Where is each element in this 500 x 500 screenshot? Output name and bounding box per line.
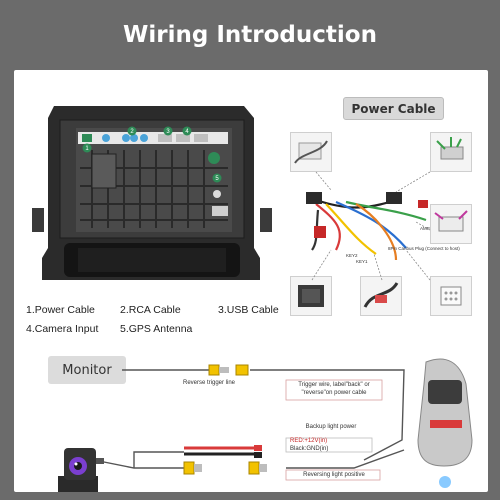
head-unit-image [32, 106, 272, 280]
svg-text:3: 3 [166, 129, 170, 135]
reversing-light-note: Reversing light positive [303, 472, 365, 478]
page-title: Wiring Introduction [123, 22, 377, 48]
connector-thumb-3 [430, 204, 472, 244]
legend-power-cable: 1.Power Cable [26, 304, 95, 316]
harness-label-key2: KEY2 [346, 253, 358, 258]
connector-thumb-1 [290, 132, 332, 172]
port-legend: 1.Power Cable 2.RCA Cable 3.USB Cable 4.… [26, 304, 316, 342]
legend-rca-cable: 2.RCA Cable [120, 304, 181, 316]
power-harness-diagram: AMP KEY2 KEY1 8Pin Canbus Plug (Connect … [306, 171, 460, 281]
svg-text:1: 1 [85, 146, 89, 152]
car-rear-icon [417, 358, 473, 488]
connector-thumb-6 [430, 276, 472, 316]
svg-text:5: 5 [215, 176, 219, 182]
svg-text:2: 2 [130, 129, 134, 135]
monitor-badge: Monitor [48, 356, 126, 384]
connector-thumb-5 [360, 276, 402, 316]
backup-light-power-label: Backup light power [305, 424, 357, 430]
backup-camera-icon [58, 448, 104, 492]
legend-camera-input: 4.Camera Input [26, 323, 99, 335]
reverse-trigger-line-label: Reverse trigger line [182, 380, 236, 386]
content-panel: 1 2 3 4 5 1.Power Cable 2.RCA Cable 3.US… [14, 70, 488, 492]
connector-thumb-4 [290, 276, 332, 316]
power-cable-badge: Power Cable [343, 97, 444, 120]
harness-label-amp: AMP [420, 226, 430, 231]
red-wire-label: RED:+12V(in) [290, 438, 328, 444]
harness-label-key1: KEY1 [356, 259, 368, 264]
legend-gps-antenna: 5.GPS Antenna [120, 323, 193, 335]
svg-text:4: 4 [185, 129, 189, 135]
connector-thumb-2 [430, 132, 472, 172]
black-wire-label: Black:GND(in) [290, 446, 329, 452]
reverse-camera-wiring [58, 358, 473, 492]
trigger-wire-note: Trigger wire, label"back" or "reverse"on… [298, 382, 370, 396]
port-1-icon [82, 134, 92, 142]
port-markers: 1 2 3 4 5 [82, 126, 222, 183]
harness-label-canbus: 8Pin Canbus Plug (Connect to host) [388, 246, 460, 251]
legend-usb-cable: 3.USB Cable [218, 304, 279, 316]
